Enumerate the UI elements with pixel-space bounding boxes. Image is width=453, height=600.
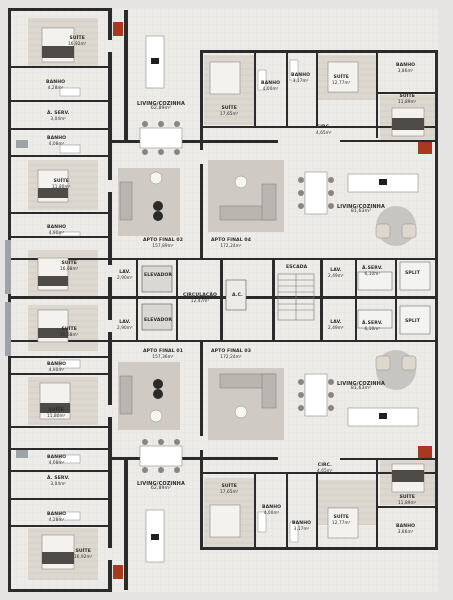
room-label-aserv-r-top: Á.SERV.6,10m² (362, 266, 383, 276)
room-label-split-top: SPLIT (405, 271, 420, 276)
room-label-lav-l-top: LAV.2,90m² (117, 270, 133, 280)
room-label-aserv-r-bot: Á.SERV.6,10m² (362, 321, 383, 331)
room-label-ac: A.C. (232, 293, 243, 298)
room-label-circ-br: CIRC.4,65m² (317, 463, 333, 473)
stairs (277, 273, 315, 321)
room-label-aserv-bl: Á. SERV.3,04m² (47, 476, 70, 486)
room-label-split-bot: SPLIT (405, 319, 420, 324)
dining-tables (139, 127, 328, 467)
room-label-elevador-top: ELEVADOR (144, 273, 173, 278)
room-label-circ-tr: CIRC.4,65m² (316, 125, 332, 135)
room-label-aserv-tl: Á. SERV.3,04m² (47, 111, 70, 121)
room-label-lav-r-top: LAV.2,49m² (328, 268, 344, 278)
room-label-lav-r-bot: LAV.2,49m² (328, 320, 344, 330)
room-label-escada: ESCADA (286, 265, 308, 270)
room-label-elevador-bot: ELEVADOR (144, 318, 173, 323)
room-label-lav-l-bot: LAV.2,90m² (117, 320, 133, 330)
sofas (119, 181, 277, 415)
